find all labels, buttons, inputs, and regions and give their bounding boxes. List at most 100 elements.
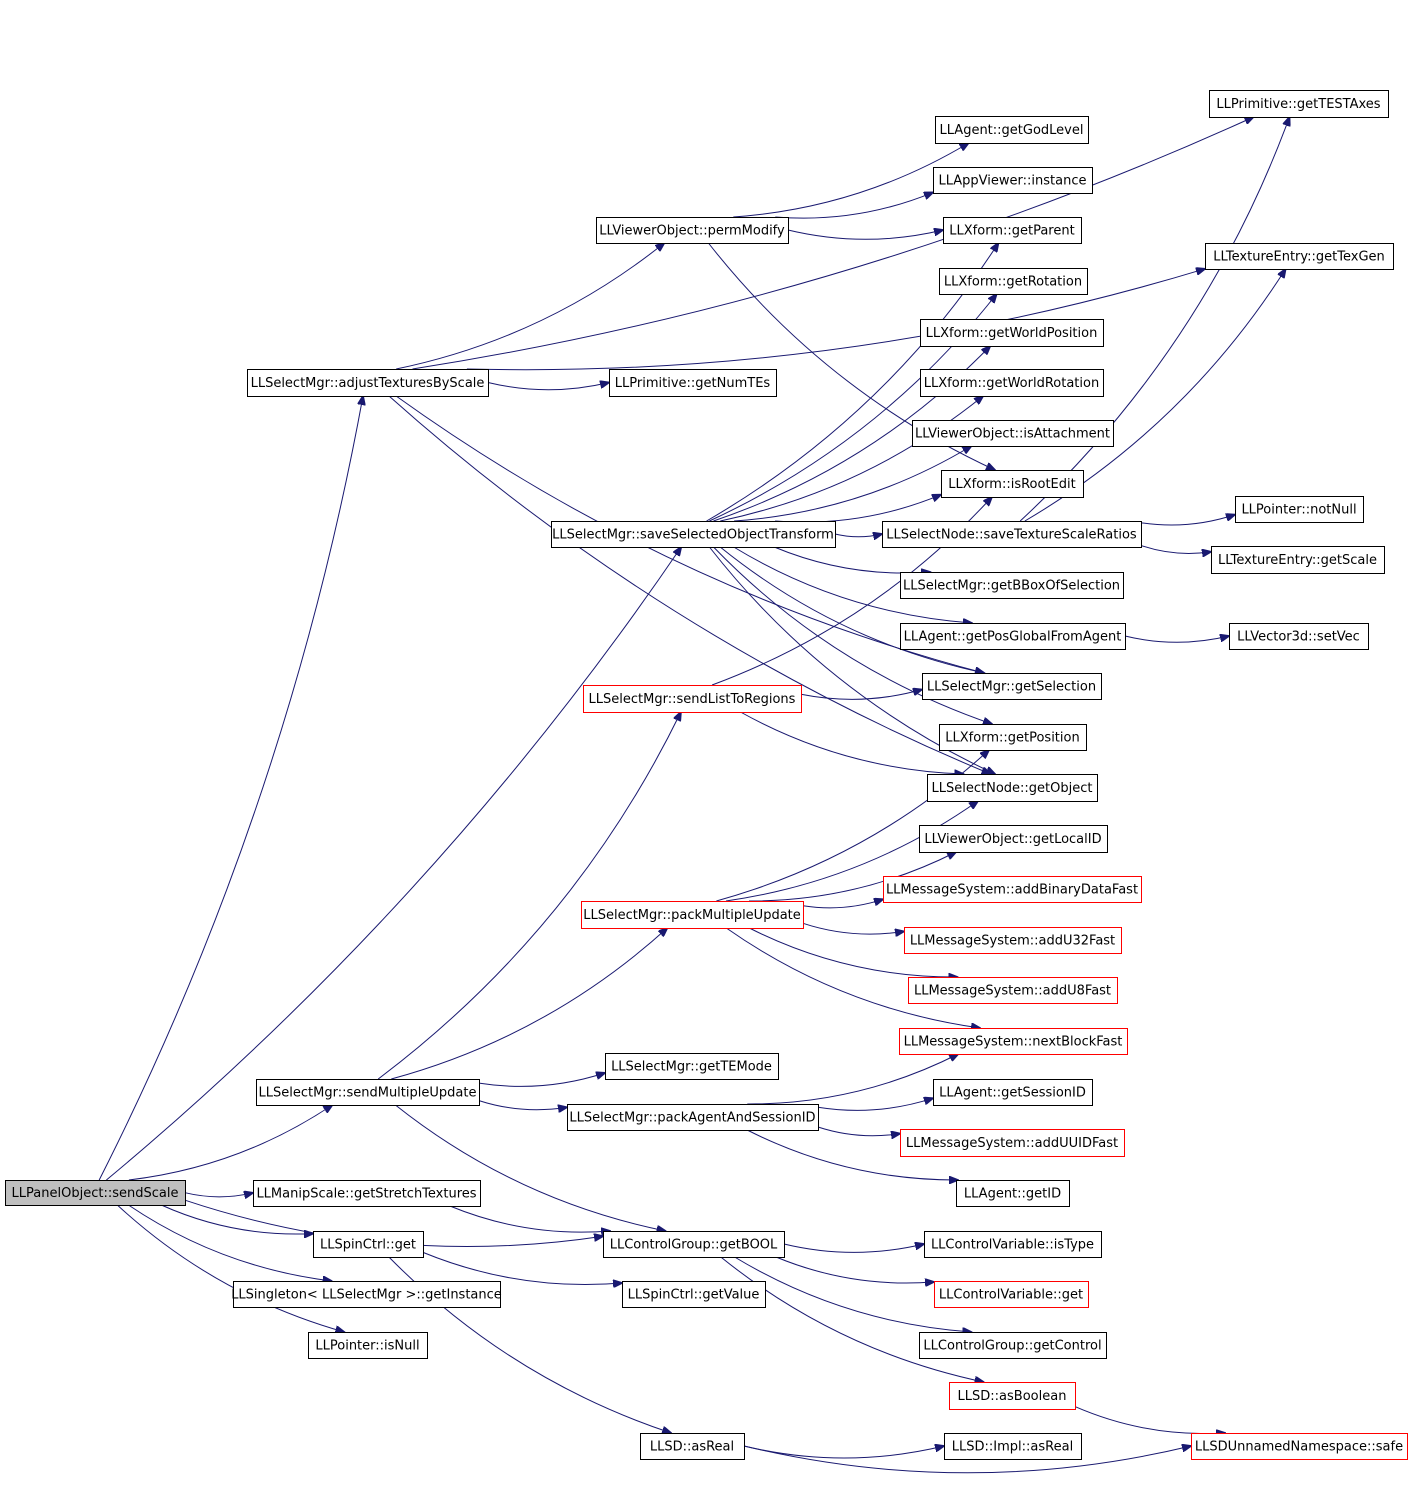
node-label: LLTextureEntry::getScale (1218, 553, 1377, 568)
node-box (939, 268, 1088, 295)
graph-node-sessionID[interactable]: LLAgent::getSessionID (933, 1079, 1093, 1106)
node-box (640, 1433, 745, 1460)
graph-node-localID[interactable]: LLViewerObject::getLocalID (919, 825, 1108, 853)
edge-adjust-to-testAxes (412, 117, 1254, 370)
graph-node-agentID[interactable]: LLAgent::getID (956, 1180, 1070, 1207)
graph-node-nextBlock[interactable]: LLMessageSystem::nextBlockFast (899, 1028, 1128, 1055)
graph-node-root[interactable]: LLPanelObject::sendScale (5, 1180, 186, 1206)
graph-node-getRotation[interactable]: LLXform::getRotation (939, 268, 1088, 295)
node-box (605, 1053, 779, 1080)
call-edges (98, 117, 1289, 1474)
graph-node-getParent[interactable]: LLXform::getParent (943, 217, 1082, 244)
graph-node-addBinary[interactable]: LLMessageSystem::addBinaryDataFast (883, 876, 1142, 903)
edge-packAgent-to-addUUID (817, 1126, 900, 1136)
graph-node-notNull[interactable]: LLPointer::notNull (1235, 496, 1364, 523)
graph-node-saveSel[interactable]: LLSelectMgr::saveSelectedObjectTransform (551, 521, 836, 548)
edge-getBOOL-to-asBoolean (720, 1256, 984, 1382)
node-label: LLMessageSystem::nextBlockFast (904, 1035, 1123, 1050)
edge-saveSel-to-getWorldRot (720, 396, 983, 522)
node-box (924, 1231, 1102, 1258)
graph-node-singleton[interactable]: LLSingleton< LLSelectMgr >::getInstance (231, 1281, 502, 1308)
node-box (899, 1028, 1128, 1055)
node-label: LLSelectNode::saveTextureScaleRatios (886, 528, 1137, 543)
graph-node-getBOOL[interactable]: LLControlGroup::getBOOL (603, 1231, 785, 1258)
graph-node-getPosition[interactable]: LLXform::getPosition (939, 724, 1087, 751)
graph-node-sendMulti[interactable]: LLSelectMgr::sendMultipleUpdate (256, 1079, 480, 1106)
graph-node-isAttach[interactable]: LLViewerObject::isAttachment (912, 420, 1114, 447)
node-box (919, 1332, 1107, 1359)
graph-node-getNumTEs[interactable]: LLPrimitive::getNumTEs (609, 369, 777, 397)
node-label: LLMessageSystem::addBinaryDataFast (886, 883, 1138, 898)
node-label: LLSelectMgr::packMultipleUpdate (583, 908, 801, 923)
graph-node-manipStretch[interactable]: LLManipScale::getStretchTextures (253, 1180, 481, 1207)
node-label: LLAgent::getID (964, 1187, 1061, 1202)
graph-node-asBoolean[interactable]: LLSD::asBoolean (949, 1382, 1076, 1410)
edge-adjust-to-getObject (388, 395, 991, 774)
graph-node-getObject[interactable]: LLSelectNode::getObject (927, 774, 1098, 802)
graph-node-bbox[interactable]: LLSelectMgr::getBBoxOfSelection (900, 572, 1124, 599)
node-label: LLSingleton< LLSelectMgr >::getInstance (231, 1288, 502, 1303)
graph-node-getControl[interactable]: LLControlGroup::getControl (919, 1332, 1107, 1359)
graph-node-spinGet[interactable]: LLSpinCtrl::get (313, 1231, 424, 1258)
node-label: LLXform::getParent (949, 224, 1074, 239)
graph-node-isRootEdit[interactable]: LLXform::isRootEdit (941, 470, 1084, 498)
graph-node-getWorldRot[interactable]: LLXform::getWorldRotation (920, 369, 1104, 397)
node-box (256, 1079, 480, 1106)
edge-packMulti-to-getObject (725, 801, 978, 902)
node-label: LLVector3d::setVec (1237, 630, 1360, 645)
node-label: LLSD::asReal (650, 1440, 734, 1455)
edge-sendMulti-to-getBOOL (395, 1104, 665, 1231)
edge-sendMulti-to-sendList (377, 712, 681, 1080)
node-label: LLSelectMgr::getSelection (927, 680, 1096, 695)
node-label: LLControlGroup::getBOOL (610, 1238, 778, 1253)
node-box (567, 1104, 819, 1131)
graph-node-implAsReal[interactable]: LLSD::Impl::asReal (944, 1433, 1082, 1460)
graph-node-asReal[interactable]: LLSD::asReal (640, 1433, 745, 1460)
graph-node-addU32[interactable]: LLMessageSystem::addU32Fast (904, 927, 1122, 954)
edge-root-to-sendMulti (128, 1105, 332, 1181)
node-label: LLTextureEntry::getTexGen (1213, 250, 1385, 265)
graph-node-ptrIsNull[interactable]: LLPointer::isNull (308, 1332, 428, 1359)
edge-root-to-singleton (128, 1204, 331, 1281)
graph-node-addUUID[interactable]: LLMessageSystem::addUUIDFast (900, 1129, 1125, 1157)
node-label: LLXform::getRotation (944, 275, 1082, 290)
node-label: LLPrimitive::getNumTEs (615, 376, 771, 391)
graph-node-testAxes[interactable]: LLPrimitive::getTESTAxes (1209, 90, 1389, 118)
graph-node-texGen[interactable]: LLTextureEntry::getTexGen (1205, 243, 1394, 270)
node-label: LLXform::getWorldPosition (926, 326, 1098, 341)
node-box (933, 167, 1093, 194)
node-box (900, 623, 1126, 650)
graph-node-getScale[interactable]: LLTextureEntry::getScale (1211, 546, 1385, 574)
graph-node-safe[interactable]: LLSDUnnamedNamespace::safe (1191, 1433, 1408, 1460)
edge-adjust-to-permModify (396, 243, 664, 370)
edge-saveSel-to-getObject (709, 546, 995, 774)
graph-node-packAgent[interactable]: LLSelectMgr::packAgentAndSessionID (567, 1104, 819, 1131)
node-box (583, 685, 802, 713)
edge-sendMulti-to-packAgent (478, 1100, 567, 1110)
node-box (622, 1281, 766, 1308)
node-box (941, 470, 1084, 498)
node-box (609, 369, 777, 397)
node-label: LLSelectMgr::saveSelectedObjectTransform (552, 528, 834, 543)
graph-node-setVec[interactable]: LLVector3d::setVec (1229, 623, 1369, 650)
graph-node-getWorldPos[interactable]: LLXform::getWorldPosition (920, 319, 1104, 347)
graph-node-isType[interactable]: LLControlVariable::isType (924, 1231, 1102, 1258)
graph-node-permModify[interactable]: LLViewerObject::permModify (596, 217, 789, 244)
graph-node-cvGet[interactable]: LLControlVariable::get (934, 1281, 1089, 1308)
node-label: LLSelectMgr::sendListToRegions (589, 692, 796, 707)
graph-node-getSelection[interactable]: LLSelectMgr::getSelection (922, 673, 1102, 700)
node-box (1209, 90, 1389, 118)
graph-node-getTEMode[interactable]: LLSelectMgr::getTEMode (605, 1053, 779, 1080)
graph-node-godLevel[interactable]: LLAgent::getGodLevel (935, 116, 1089, 144)
graph-node-packMulti[interactable]: LLSelectMgr::packMultipleUpdate (581, 901, 804, 929)
edge-saveTexRatios-to-getScale (1140, 545, 1211, 554)
edge-sendList-to-getSelection (800, 690, 922, 700)
graph-node-posGlobal[interactable]: LLAgent::getPosGlobalFromAgent (900, 623, 1126, 650)
graph-node-sendList[interactable]: LLSelectMgr::sendListToRegions (583, 685, 802, 713)
graph-node-spinGetValue[interactable]: LLSpinCtrl::getValue (622, 1281, 766, 1308)
graph-node-adjust[interactable]: LLSelectMgr::adjustTexturesByScale (247, 369, 489, 397)
graph-node-addU8[interactable]: LLMessageSystem::addU8Fast (908, 977, 1118, 1004)
graph-node-appInst[interactable]: LLAppViewer::instance (933, 167, 1093, 194)
graph-node-saveTexRatios[interactable]: LLSelectNode::saveTextureScaleRatios (882, 521, 1142, 548)
node-label: LLSelectMgr::getBBoxOfSelection (903, 579, 1120, 594)
